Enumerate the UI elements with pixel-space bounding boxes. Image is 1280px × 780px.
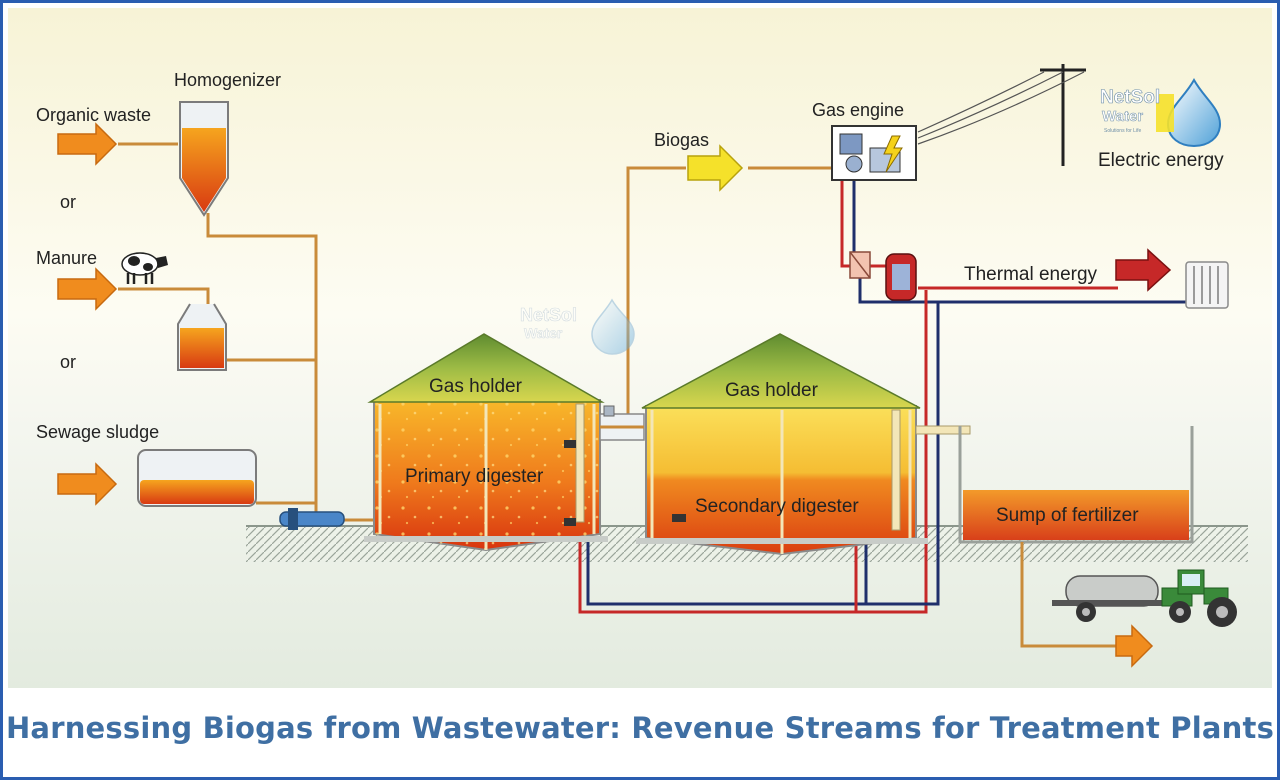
- caption-bar: Harnessing Biogas from Wastewater: Reven…: [3, 693, 1277, 763]
- label-sewage-sludge: Sewage sludge: [36, 422, 159, 442]
- label-manure: Manure: [36, 248, 97, 268]
- secondary-digester: [636, 333, 928, 556]
- label-secondary-digester: Secondary digester: [695, 496, 859, 517]
- label-organic-waste: Organic waste: [36, 105, 151, 125]
- biogas-process-diagram: NetSol Water Solutions for Life NetSol W…: [8, 8, 1272, 688]
- feed-pump: [279, 508, 345, 530]
- watermark-text-water: Water: [524, 325, 563, 341]
- homogenizer-tank: [179, 101, 229, 217]
- gas-engine-unit: [831, 125, 917, 181]
- biogas-arrow: [687, 144, 744, 192]
- label-or-1: or: [60, 192, 76, 212]
- logo-text-netsol: NetSol: [1100, 87, 1160, 108]
- heat-exchanger: [849, 251, 917, 301]
- input-arrow-organic-waste: [57, 122, 118, 166]
- label-primary-digester: Primary digester: [405, 466, 544, 487]
- radiator-icon: [1185, 261, 1229, 309]
- digester-connector: [599, 405, 645, 441]
- label-gas-holder-2: Gas holder: [725, 380, 819, 401]
- primary-digester: [364, 333, 608, 552]
- fertilizer-sump: [958, 426, 1194, 668]
- input-arrow-sewage-sludge: [57, 462, 118, 506]
- tractor-icon: [1052, 569, 1237, 627]
- thermal-energy-arrow: [1115, 248, 1172, 292]
- logo-text-water: Water: [1102, 108, 1143, 125]
- label-electric-energy: Electric energy: [1098, 150, 1224, 171]
- caption-title: Harnessing Biogas from Wastewater: Reven…: [5, 711, 1275, 745]
- diagram-labels: Homogenizer Organic waste or Manure or S…: [36, 70, 1224, 526]
- label-biogas: Biogas: [654, 130, 709, 150]
- netsol-logo-top-right: NetSol Water Solutions for Life: [1100, 77, 1222, 148]
- label-sump-of-fertilizer: Sump of fertilizer: [996, 505, 1139, 526]
- label-homogenizer: Homogenizer: [174, 70, 281, 90]
- cow-icon: [121, 252, 168, 284]
- power-pole: [917, 64, 1086, 166]
- overflow-pipe: [915, 425, 971, 435]
- label-thermal-energy: Thermal energy: [964, 264, 1098, 285]
- label-or-2: or: [60, 352, 76, 372]
- sewage-sludge-tank: [137, 449, 257, 507]
- netsol-logo-watermark: NetSol Water: [520, 298, 635, 355]
- manure-tank: [177, 303, 227, 371]
- input-arrow-manure: [57, 267, 118, 311]
- logo-tagline: Solutions for Life: [1104, 128, 1141, 134]
- label-gas-holder-1: Gas holder: [429, 376, 523, 397]
- watermark-text-netsol: NetSol: [520, 305, 577, 325]
- label-gas-engine: Gas engine: [812, 100, 904, 120]
